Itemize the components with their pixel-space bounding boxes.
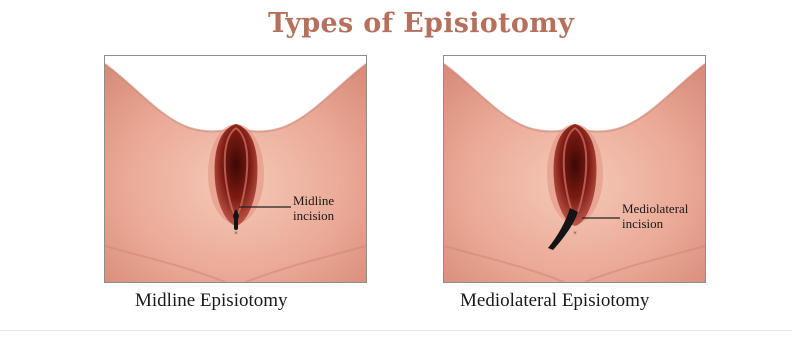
midline-callout-line1: Midline <box>293 193 334 208</box>
mediolateral-callout: Mediolateral incision <box>622 201 688 231</box>
mediolateral-callout-line2: incision <box>622 216 688 231</box>
bottom-divider <box>0 330 792 331</box>
svg-text:*: * <box>573 230 577 238</box>
mediolateral-illustration: * <box>444 56 705 282</box>
mediolateral-panel: * Mediolateral incision <box>443 55 706 283</box>
midline-illustration: * <box>105 56 366 282</box>
midline-callout-line2: incision <box>293 208 334 223</box>
mediolateral-caption: Mediolateral Episiotomy <box>460 290 649 312</box>
midline-panel: * Midline incision <box>104 55 367 283</box>
svg-text:*: * <box>234 230 238 238</box>
figure-title: Types of Episiotomy <box>0 8 792 39</box>
midline-callout: Midline incision <box>293 193 334 223</box>
mediolateral-callout-line1: Mediolateral <box>622 201 688 216</box>
midline-caption: Midline Episiotomy <box>135 290 288 312</box>
